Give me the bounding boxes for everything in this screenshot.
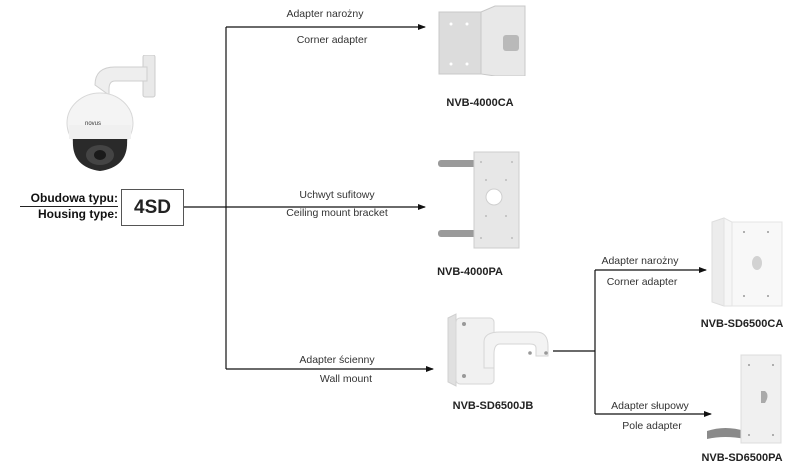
branch-ceiling-label-en: Ceiling mount bracket: [286, 207, 388, 219]
sd-pole-adapter-image: [707, 354, 782, 444]
housing-label-en: Housing type:: [38, 207, 118, 221]
pole-mount-plate-image: [438, 151, 520, 249]
branch-wall-label-pl: Adapter ścienny: [299, 354, 375, 366]
housing-type-box: 4SD: [121, 189, 184, 226]
branch-ceiling-label-pl: Uchwyt sufitowy: [299, 189, 375, 201]
product-code-nvb-sd6500pa: NVB-SD6500PA: [701, 452, 783, 464]
sub-branch-pole-label-pl: Adapter słupowy: [611, 400, 689, 412]
ptz-camera-image: novus: [66, 55, 156, 171]
housing-label-pl: Obudowa typu:: [20, 191, 118, 207]
sub-branch-corner-label-pl: Adapter narożny: [601, 255, 679, 267]
sub-branch-pole-label-en: Pole adapter: [622, 420, 682, 432]
product-code-nvb-sd6500ca: NVB-SD6500CA: [700, 318, 784, 330]
svg-text:novus: novus: [85, 121, 101, 127]
wall-mount-arm-image: [447, 313, 549, 387]
sub-branch-corner-label-en: Corner adapter: [606, 276, 678, 288]
branch-corner-label-en: Corner adapter: [296, 34, 368, 46]
product-code-nvb-sd6500jb: NVB-SD6500JB: [452, 400, 534, 412]
product-code-nvb-4000ca: NVB-4000CA: [446, 97, 514, 109]
branch-corner-label-pl: Adapter narożny: [286, 8, 364, 20]
corner-adapter-image: [438, 5, 526, 76]
product-code-nvb-4000pa: NVB-4000PA: [437, 266, 503, 278]
sd-corner-adapter-image: [711, 217, 783, 307]
branch-wall-label-en: Wall mount: [319, 373, 373, 385]
